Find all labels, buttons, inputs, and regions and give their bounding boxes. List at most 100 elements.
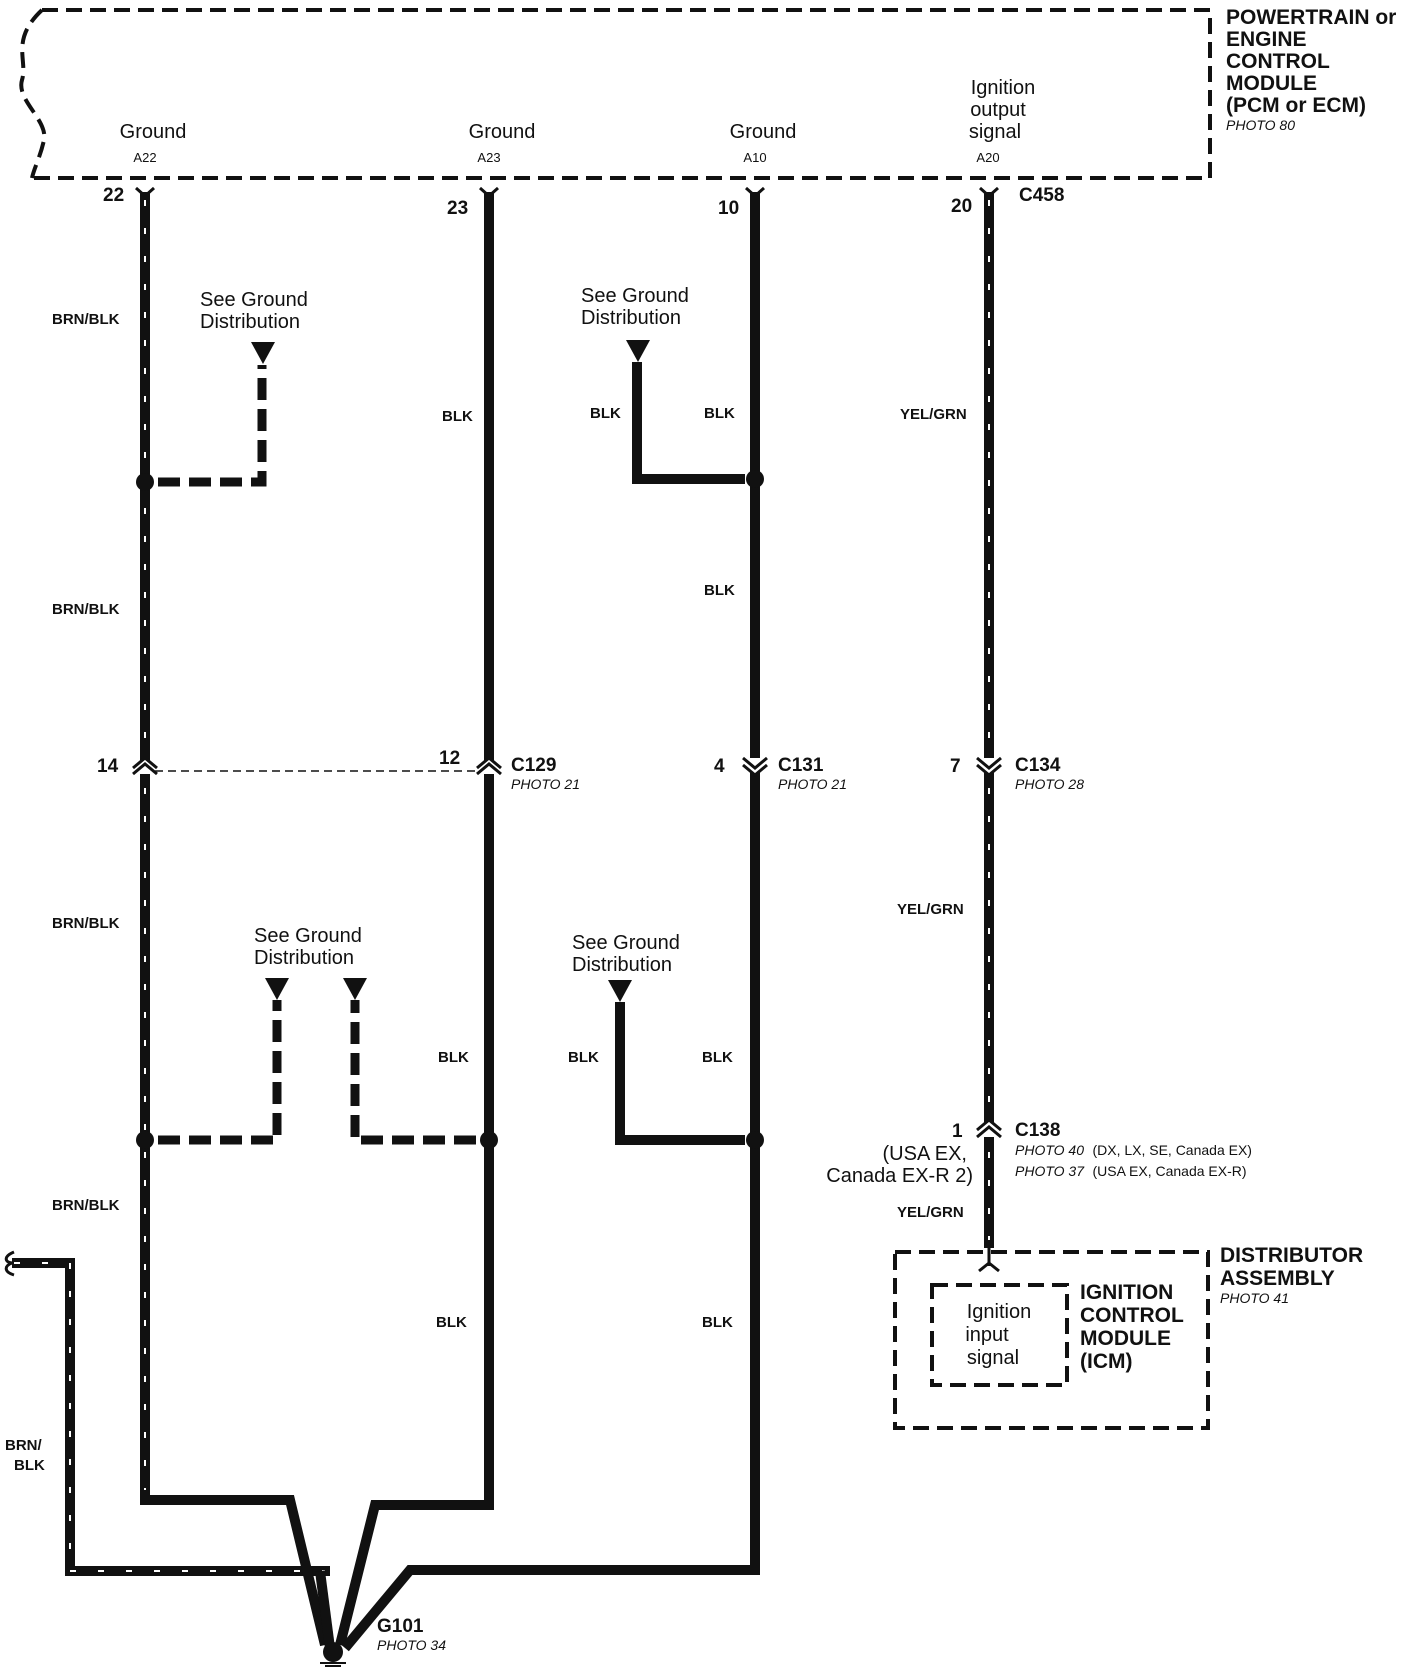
ground-arrow-1 xyxy=(251,342,275,364)
c131-mark xyxy=(742,756,768,777)
icm-input-line-1: Ignition xyxy=(967,1301,1032,1323)
c134-pin: 7 xyxy=(950,756,961,777)
splice-brn-blk-1 xyxy=(136,473,154,491)
wire-label-brn-blk-left-2: BLK xyxy=(14,1457,45,1474)
wire-label-brn-blk-4: BRN/BLK xyxy=(52,1197,120,1214)
c131-pin: 4 xyxy=(714,756,725,777)
c134-photo: PHOTO 28 xyxy=(1015,776,1084,792)
wire-blk-a10-to-g101 xyxy=(341,1565,760,1652)
c138-photo-1-note: (DX, LX, SE, Canada EX) xyxy=(1092,1142,1252,1158)
g101-photo: PHOTO 34 xyxy=(377,1637,446,1653)
splice-blk-a23-1 xyxy=(480,1131,498,1149)
c138-photo-2-note: (USA EX, Canada EX-R) xyxy=(1092,1163,1246,1179)
wire-label-blk-branch-2: BLK xyxy=(568,1049,599,1066)
pcm-pin-a23: A23 xyxy=(477,150,500,165)
wire-brn-blk-left-feed xyxy=(12,1258,330,1576)
wire-label-brn-blk-1: BRN/BLK xyxy=(52,311,120,328)
c458-terminal-22: 22 xyxy=(103,185,124,206)
c129-pin-left: 14 xyxy=(97,756,119,777)
wire-blk-a23-to-g101 xyxy=(335,1490,494,1647)
ground-ref-1-line-2: Distribution xyxy=(200,311,300,333)
wire-label-blk-a10-4: BLK xyxy=(702,1314,733,1331)
ground-branch-brn-blk-2 xyxy=(158,1000,282,1145)
pcm-pin-a20-name-1: Ignition xyxy=(971,77,1036,99)
c129-photo: PHOTO 21 xyxy=(511,776,580,792)
wire-label-yel-grn-1: YEL/GRN xyxy=(900,406,967,423)
distributor-photo: PHOTO 41 xyxy=(1220,1290,1289,1306)
c458-terminal-20: 20 xyxy=(951,196,972,217)
icm-input-line-3: signal xyxy=(967,1347,1019,1369)
icm-title-line-3: MODULE xyxy=(1080,1327,1171,1350)
wire-label-blk-a10-2: BLK xyxy=(704,582,735,599)
c129-pin-right: 12 xyxy=(439,748,460,769)
icm-title-line-2: CONTROL xyxy=(1080,1304,1184,1327)
distributor-title-line-1: DISTRIBUTOR xyxy=(1220,1244,1363,1267)
c134-mark xyxy=(976,756,1002,777)
ground-arrow-2 xyxy=(626,340,650,362)
wire-label-blk-a10-3: BLK xyxy=(702,1049,733,1066)
wire-label-blk-a10-1: BLK xyxy=(704,405,735,422)
c138-photo-2: PHOTO 37 (USA EX, Canada EX-R) xyxy=(1015,1163,1247,1180)
icm-title-line-1: IGNITION xyxy=(1080,1281,1173,1304)
distributor-assembly-box xyxy=(893,1250,1210,1430)
splice-blk-a10-1 xyxy=(746,470,764,488)
wire-brn-blk-to-g101 xyxy=(140,1490,330,1647)
pcm-title-line-5: (PCM or ECM) xyxy=(1226,94,1366,117)
ground-ref-2-line-1: See Ground xyxy=(581,285,689,307)
pcm-pin-a10-name: Ground xyxy=(730,121,797,143)
wire-label-blk-a23-2: BLK xyxy=(438,1049,469,1066)
c138-photo-2-ref: PHOTO 37 xyxy=(1015,1163,1085,1179)
icm-input-box xyxy=(930,1283,1069,1387)
wire-label-brn-blk-3: BRN/BLK xyxy=(52,915,120,932)
pcm-pin-a10: A10 xyxy=(743,150,766,165)
pcm-photo: PHOTO 80 xyxy=(1226,117,1295,133)
c458-terminal-10: 10 xyxy=(718,198,739,219)
ground-branch-brn-blk-1 xyxy=(158,365,267,487)
g101-name: G101 xyxy=(377,1616,424,1637)
c138-note-line-1: (USA EX, xyxy=(883,1143,967,1165)
pcm-pin-a22: A22 xyxy=(133,150,156,165)
splice-brn-blk-2 xyxy=(136,1131,154,1149)
c138-pin: 1 xyxy=(952,1121,963,1142)
pcm-pin-a22-name: Ground xyxy=(120,121,187,143)
c131-name: C131 xyxy=(778,755,824,776)
c458-connector-name: C458 xyxy=(1019,185,1064,206)
c134-name: C134 xyxy=(1015,755,1061,776)
pcm-pin-a20-name-3: signal xyxy=(969,121,1021,143)
ground-arrow-3 xyxy=(265,978,289,1000)
distributor-title-line-2: ASSEMBLY xyxy=(1220,1267,1335,1290)
icm-input-line-2: input xyxy=(965,1324,1009,1346)
wire-label-yel-grn-3: YEL/GRN xyxy=(897,1204,964,1221)
c129-name: C129 xyxy=(511,755,556,776)
g101-ground-point xyxy=(323,1642,343,1662)
c458-terminal-23: 23 xyxy=(447,198,468,219)
pcm-module-outline xyxy=(19,8,1212,180)
ground-arrow-4 xyxy=(343,978,367,1000)
pcm-title-line-2: ENGINE xyxy=(1226,28,1307,51)
ground-arrow-5 xyxy=(608,980,632,1002)
pcm-pin-a23-name: Ground xyxy=(469,121,536,143)
c131-photo: PHOTO 21 xyxy=(778,776,847,792)
pcm-pin-a20: A20 xyxy=(976,150,999,165)
splice-blk-a10-2 xyxy=(746,1131,764,1149)
c138-note-line-2: Canada EX-R 2) xyxy=(826,1165,973,1187)
pcm-title-line-1: POWERTRAIN or xyxy=(1226,6,1396,29)
c138-photo-1: PHOTO 40 (DX, LX, SE, Canada EX) xyxy=(1015,1142,1252,1159)
ground-ref-3-line-1: See Ground xyxy=(254,925,362,947)
ground-branch-blk-a10-1 xyxy=(632,362,745,484)
pcm-pin-a20-name-2: output xyxy=(970,99,1026,121)
wire-label-yel-grn-2: YEL/GRN xyxy=(897,901,964,918)
c129-mark-left xyxy=(132,756,158,776)
ground-ref-4-line-2: Distribution xyxy=(572,954,672,976)
c138-name: C138 xyxy=(1015,1120,1060,1141)
ground-branch-blk-a10-2 xyxy=(615,1002,745,1145)
wire-label-blk-a23-3: BLK xyxy=(436,1314,467,1331)
wire-label-blk-branch-1: BLK xyxy=(590,405,621,422)
ground-branch-blk-a23-1 xyxy=(350,1000,476,1145)
c138-photo-1-ref: PHOTO 40 xyxy=(1015,1142,1084,1158)
wire-brn-blk-left-feed-stripe xyxy=(14,1262,325,1572)
pcm-title-line-4: MODULE xyxy=(1226,72,1317,95)
c138-mark xyxy=(976,1118,1002,1139)
c129-mark-right xyxy=(476,756,502,776)
ground-ref-1-line-1: See Ground xyxy=(200,289,308,311)
